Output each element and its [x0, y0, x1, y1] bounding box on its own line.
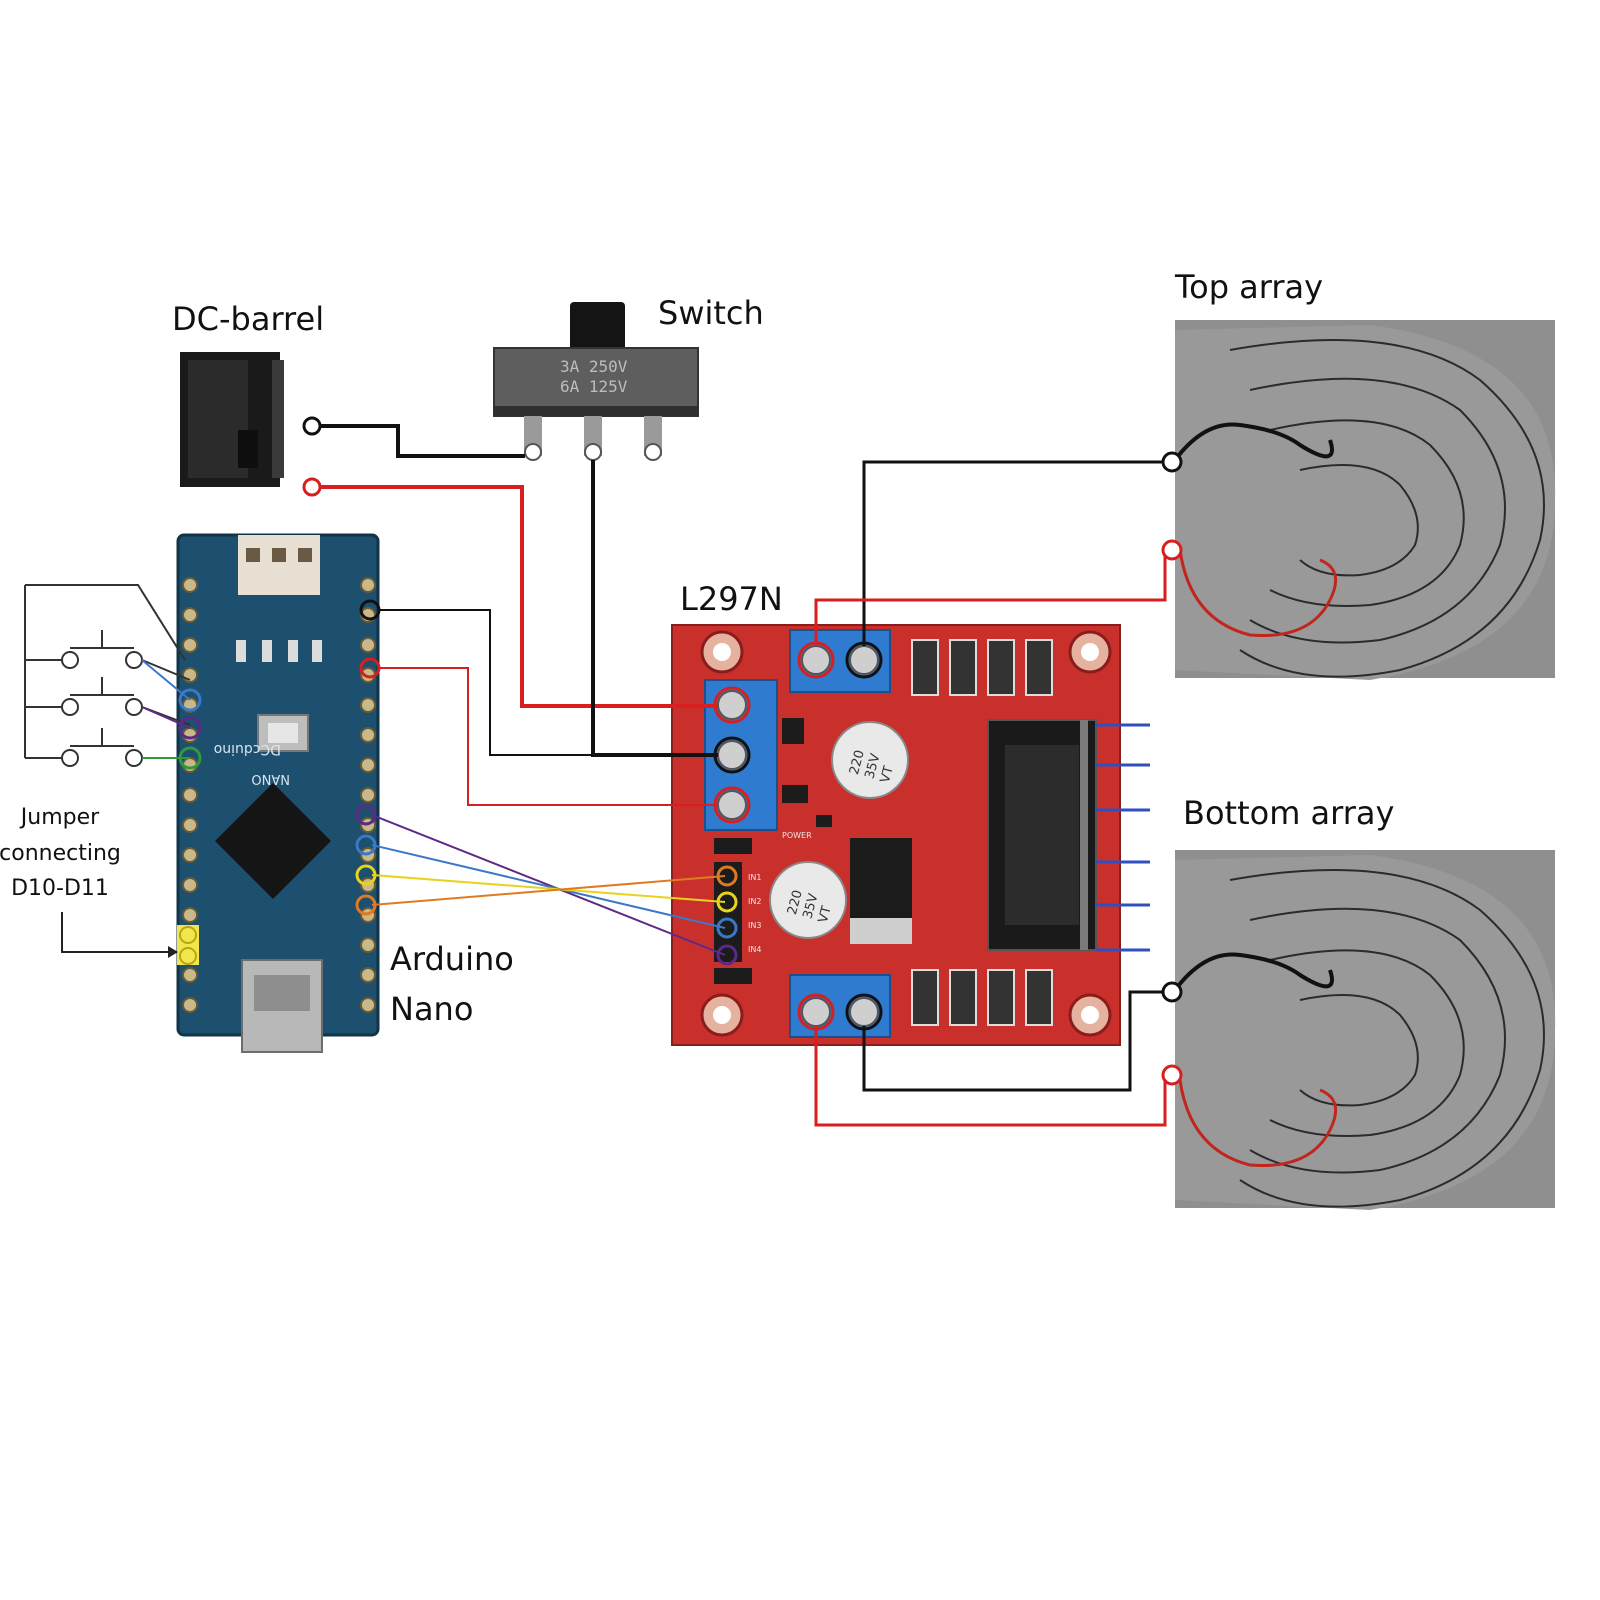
top-array-panel [1173, 320, 1556, 680]
pin-marker-purple [178, 716, 202, 740]
jumper-arrow [61, 912, 168, 953]
label-arduino: Arduino [390, 940, 514, 978]
wire-nano-gnd [378, 609, 718, 756]
capacitor-2-label-2: 35V [800, 892, 821, 921]
label-jumper-1: Jumper [19, 805, 100, 830]
push-buttons [24, 584, 191, 767]
wire-signal-blue [371, 844, 726, 929]
nano-brand-text: DCcduino [214, 741, 281, 757]
capacitor-2-label-1: 220 [785, 888, 806, 916]
nano-model-text: NANO [251, 771, 290, 786]
nano-pin-hole [182, 907, 198, 923]
nano-pin-hole [182, 637, 198, 653]
wire-barrel-to-vin [318, 485, 718, 708]
nano-pin-hole [360, 637, 376, 653]
nano-pin-hole [360, 697, 376, 713]
nano-pin-hole [360, 787, 376, 803]
label-nano: Nano [390, 990, 473, 1028]
nano-pin-row-right [360, 577, 376, 1013]
jumper [177, 925, 199, 965]
wire-signal-yellow [371, 874, 726, 903]
nano-pin-hole [182, 847, 198, 863]
capacitor-1-label-1: 220 [847, 748, 868, 776]
nano-pin-hole [182, 607, 198, 623]
nano-pin-hole [360, 577, 376, 593]
nano-pin-hole [360, 967, 376, 983]
pin-marker-blue [178, 688, 202, 712]
wire-out-top-red [814, 550, 1167, 646]
slide-switch: 3A 250V 6A 125V [493, 302, 699, 461]
wire-barrel-to-switch [318, 424, 525, 458]
wire-out-bottom-red [814, 1026, 1167, 1127]
label-top-array: Top array [1174, 268, 1323, 306]
label-jumper-2: connecting [0, 841, 121, 866]
wire-nano-5v [378, 667, 718, 806]
wire-out-top-black [862, 460, 1165, 646]
l297n-driver-board: 220 35V VT 220 35V VT IN1 IN2 IN3 IN4 PO… [671, 624, 1150, 1046]
board-label-in1: IN1 [748, 873, 761, 882]
nano-pin-hole [182, 577, 198, 593]
label-dc-barrel: DC-barrel [172, 300, 324, 338]
capacitor-2-label-3: VT [816, 904, 835, 924]
nano-pin-hole [360, 937, 376, 953]
switch-rating-2: 6A 125V [560, 377, 628, 396]
label-jumper-3: D10-D11 [11, 876, 109, 901]
nano-pin-hole [360, 997, 376, 1013]
wire-out-bottom-black [862, 990, 1165, 1092]
nano-pin-hole [360, 757, 376, 773]
dc-barrel-jack [180, 352, 284, 487]
wire-signal-purple [371, 814, 726, 956]
pin-marker-green [178, 746, 202, 770]
wire-signal-orange [371, 875, 726, 906]
switch-rating-1: 3A 250V [560, 357, 628, 376]
board-label-in4: IN4 [748, 945, 761, 954]
nano-pin-hole [182, 817, 198, 833]
nano-pin-hole [182, 877, 198, 893]
nano-pin-hole [360, 727, 376, 743]
nano-pin-hole [182, 787, 198, 803]
capacitor-1-label-3: VT [878, 764, 897, 784]
arduino-nano-board: DCcduino NANO [176, 533, 380, 1053]
capacitor-1-label-2: 35V [862, 752, 883, 781]
label-l297n: L297N [680, 580, 783, 618]
board-label-power: POWER [782, 831, 812, 840]
label-bottom-array: Bottom array [1183, 794, 1394, 832]
nano-pin-hole [182, 997, 198, 1013]
board-label-in2: IN2 [748, 897, 761, 906]
bottom-array-panel [1173, 850, 1556, 1210]
nano-pin-hole [182, 967, 198, 983]
label-switch: Switch [658, 294, 764, 332]
board-label-in3: IN3 [748, 921, 761, 930]
